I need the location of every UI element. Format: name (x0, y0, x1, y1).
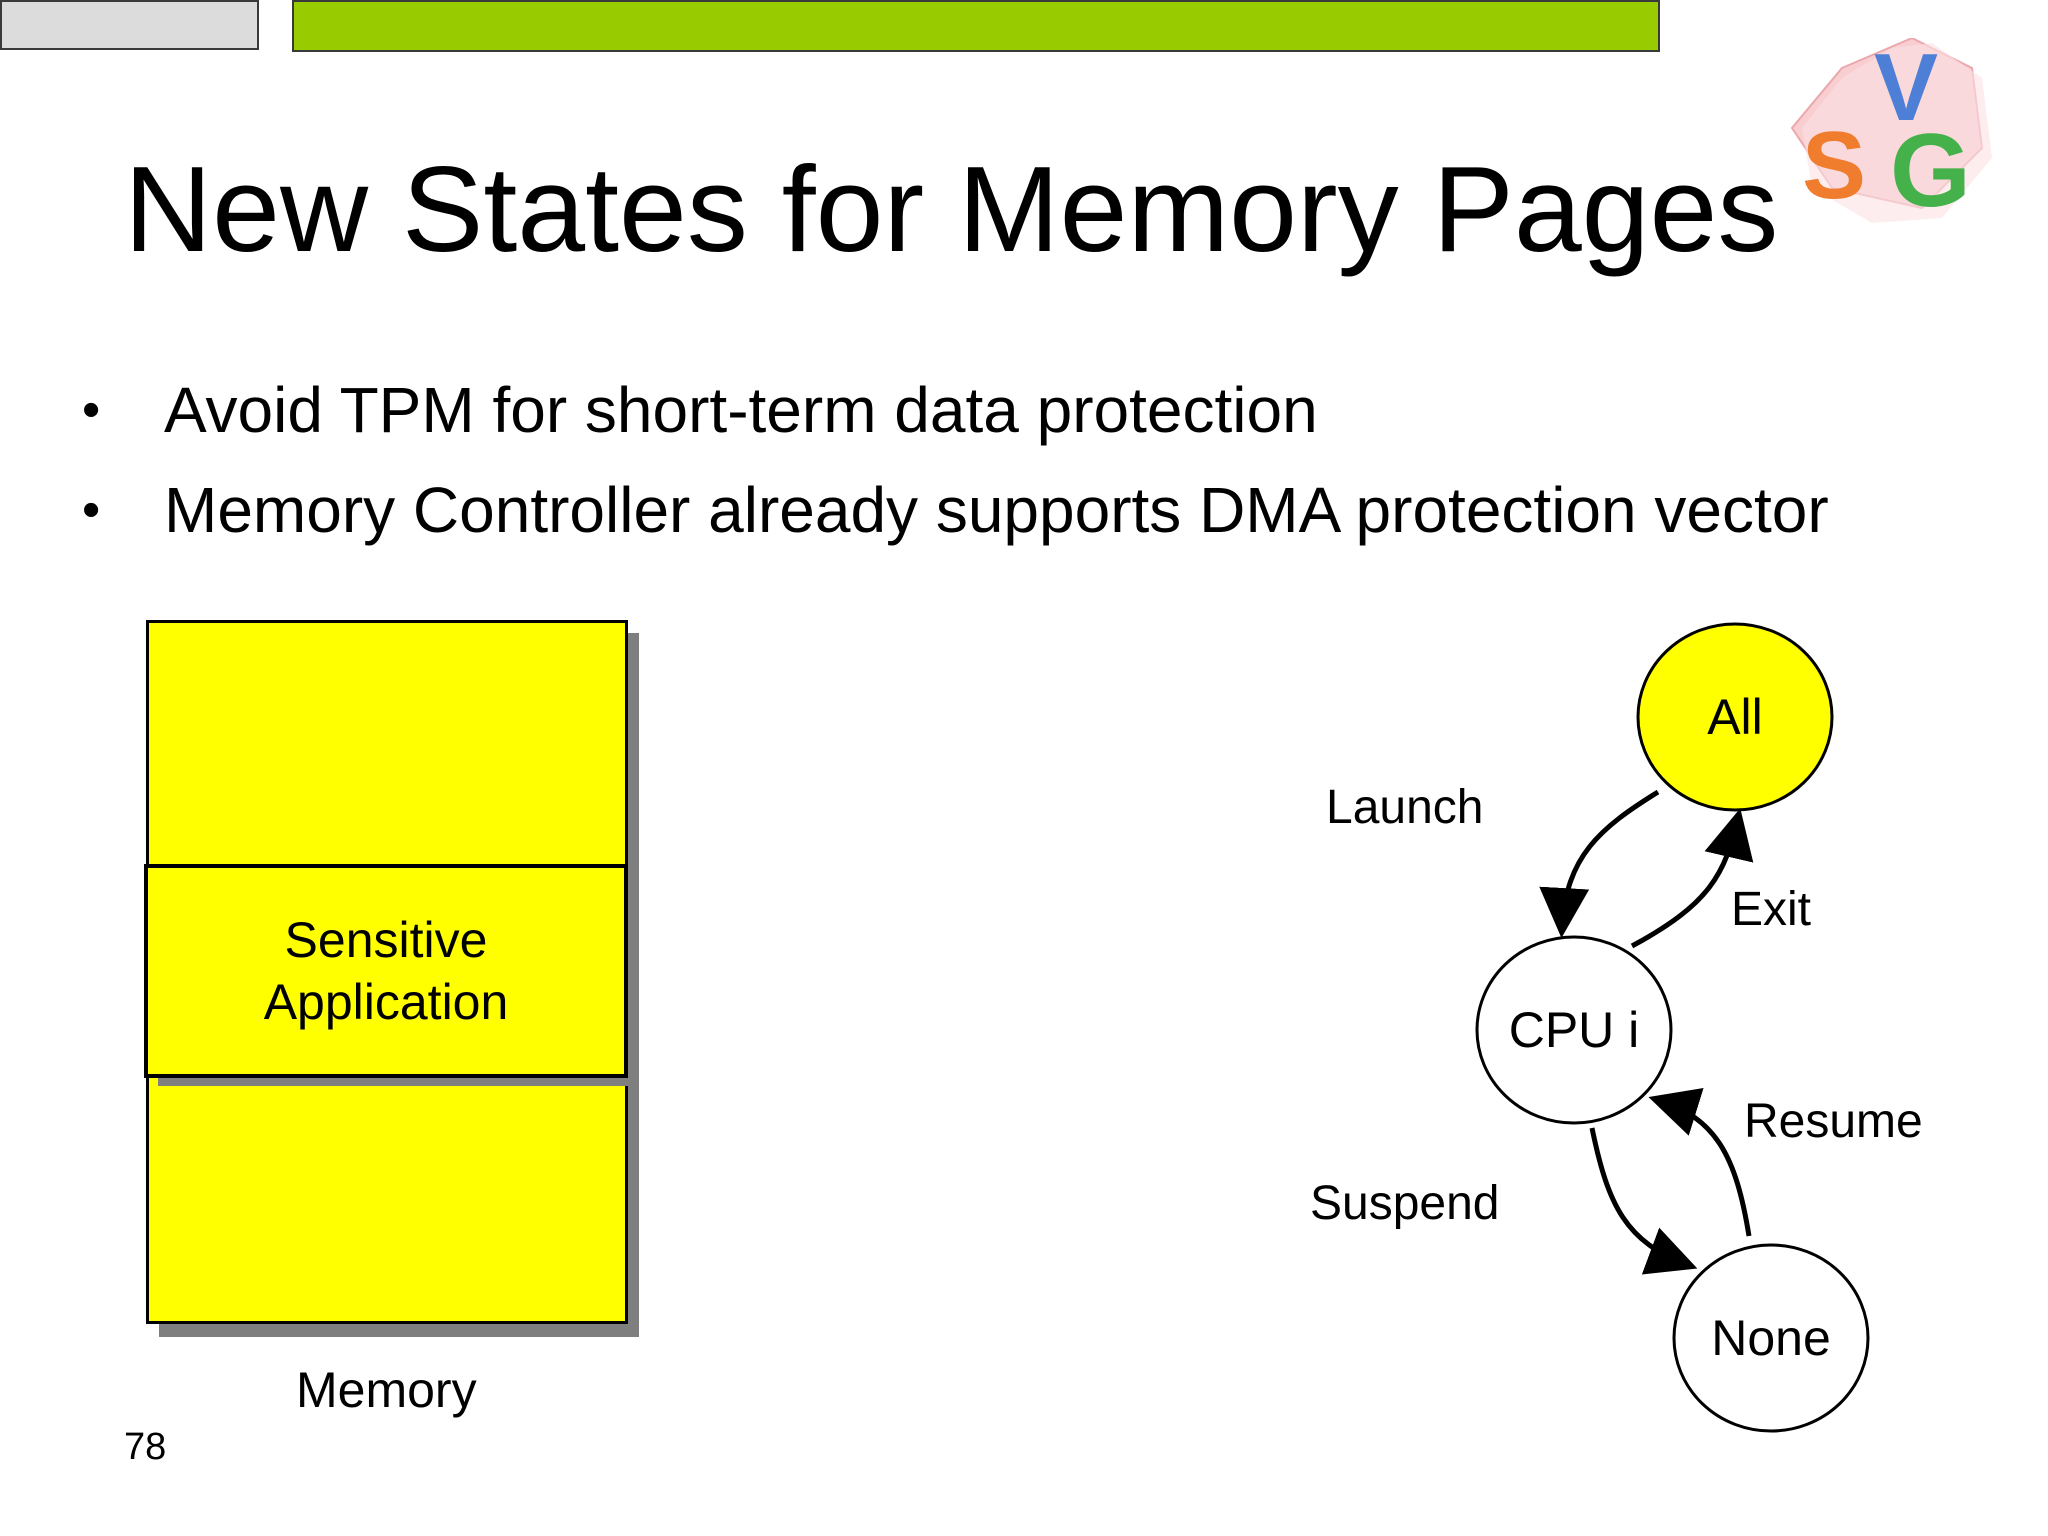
bullet-marker: • (82, 481, 101, 539)
sensitive-application-label: Sensitive Application (264, 909, 509, 1033)
transition-suspend-label: Suspend (1310, 1177, 1500, 1230)
sensitive-label-line-1: Sensitive (284, 912, 488, 968)
sensitive-label-line-2: Application (263, 974, 509, 1030)
vsg-logo: V S G (1790, 38, 1992, 229)
header-bar-gray (0, 0, 259, 50)
bullet-marker: • (82, 381, 101, 439)
page-number: 78 (124, 1426, 167, 1468)
transition-launch-arrow (1539, 789, 1660, 938)
state-node-cpu-label: CPU i (1508, 1002, 1640, 1058)
sensitive-application-region: Sensitive Application (144, 864, 628, 1078)
memory-caption: Memory (296, 1362, 477, 1418)
bullet-text: Avoid TPM for short-term data protection (164, 374, 1318, 446)
slide-title: New States for Memory Pages (124, 141, 1779, 277)
transition-launch-label: Launch (1326, 781, 1484, 834)
bullet-item: • Avoid TPM for short-term data protecti… (80, 360, 1829, 460)
transition-suspend-arrow (1589, 1127, 1698, 1275)
header-bar-green (292, 0, 1660, 52)
state-node-none (1672, 1243, 1870, 1433)
bullet-list: • Avoid TPM for short-term data protecti… (80, 360, 1829, 560)
state-node-none-label: None (1711, 1310, 1831, 1366)
state-node-all-label: All (1707, 689, 1763, 745)
transition-exit-label: Exit (1731, 883, 1812, 936)
transition-exit-arrow (1630, 808, 1754, 949)
logo-background-shape (1802, 43, 1992, 223)
bullet-text: Memory Controller already supports DMA p… (164, 474, 1829, 546)
logo-letter-g: G (1890, 113, 1971, 229)
transition-resume-label: Resume (1744, 1095, 1923, 1148)
bullet-item: • Memory Controller already supports DMA… (80, 460, 1829, 560)
logo-letter-v: V (1874, 38, 1938, 141)
transition-resume-arrow (1648, 1088, 1752, 1237)
logo-letter-s: S (1802, 112, 1866, 219)
